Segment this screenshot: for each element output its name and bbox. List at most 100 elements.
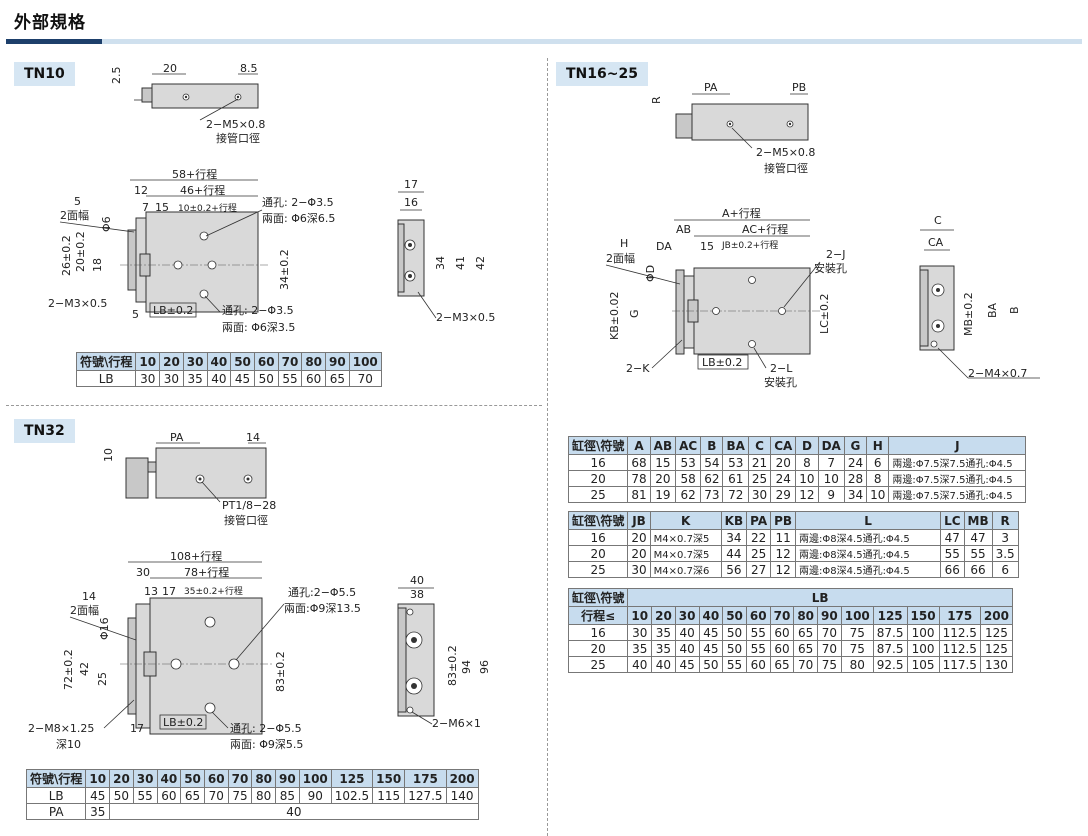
tn32-cb1: 兩面:Φ9深13.5 (284, 602, 361, 615)
table-cell: 20 (567, 545, 629, 562)
section-label-tn16-25: TN16~25 (556, 62, 648, 86)
tn1625-pb: PB (792, 81, 806, 94)
table-row: 16 68 15 53 54 53 21 20 8 7 24 6 兩邊:Φ7.5… (567, 454, 1027, 471)
tn1625-end-view: C CA MB±0.2 BA B 2−M4×0.7 (919, 214, 1040, 380)
table-cell: 12 (795, 486, 819, 503)
tn32-phi16: Φ16 (98, 617, 111, 640)
table-cell: 20 (770, 454, 797, 471)
table-cell: 65 (769, 656, 795, 673)
tn1625-port: 2−M5×0.8 (756, 146, 815, 159)
table-row: 20 20 M4×0.7深5 44 25 12 兩邊:Φ8深4.5通孔:Φ4.5… (567, 545, 1019, 562)
table-cell: 125 (979, 640, 1013, 657)
table-cell: 65 (793, 640, 819, 657)
table-cell: 68 (627, 454, 651, 471)
table-row: 20 78 20 58 62 61 25 24 10 10 28 8 兩邊:Φ7… (567, 470, 1027, 487)
tn32-dim-30: 30 (136, 566, 150, 579)
table-header-cell: 125 (330, 769, 374, 788)
table-header-cell: AB (649, 436, 677, 455)
tn10-dim-58: 58+行程 (172, 168, 217, 181)
tn32-m8: 2−M8×1.25 (28, 722, 94, 735)
table-cell: 60 (156, 787, 182, 804)
tn32-dim-72: 72±0.2 (62, 649, 75, 690)
tn32-port: PT1/8−28 (222, 499, 276, 512)
table-cell: 29 (770, 486, 797, 503)
tn10-dim-7: 7 (142, 201, 149, 214)
title-underline (6, 39, 1082, 44)
table-cell: M4×0.7深5 (649, 545, 722, 562)
table-header-cell: G (843, 436, 868, 455)
table-cell: 24 (770, 470, 797, 487)
table-cell: 60 (301, 370, 327, 387)
tn32-end-94: 94 (460, 660, 473, 674)
table-cell: 20 (567, 470, 629, 487)
table-cell: LB (25, 787, 87, 804)
table-cell: 20 (649, 470, 677, 487)
table-cell: 58 (675, 470, 702, 487)
table-cell: 60 (769, 624, 795, 641)
tn10-dim-10: 10±0.2+行程 (178, 202, 237, 214)
table-cell: 70 (793, 656, 819, 673)
table-cell: 35 (182, 370, 208, 387)
tn32-dim-35: 35±0.2+行程 (184, 585, 243, 597)
tn32-dim-83: 83±0.2 (274, 651, 287, 692)
tn10-dim-20v: 20±0.2 (74, 231, 87, 272)
tn32-top-view: PA 14 10 PT1/8−28 接管口徑 (102, 431, 276, 527)
table-cell: 127.5 (404, 787, 447, 804)
table-cell: 47 (940, 529, 965, 546)
table-header-cell: DA (817, 436, 845, 455)
table-header-row: 缸徑\符號 JB K KB PA PB L LC MB R (567, 511, 1019, 530)
table-cell: 9 (817, 486, 845, 503)
table-cell: 30 (159, 370, 184, 387)
tn32-pa: PA (170, 431, 184, 444)
tn32-thru1: 通孔:2−Φ5.5 (288, 586, 356, 599)
table-cell: 50 (722, 640, 747, 657)
table-cell: 12 (770, 545, 797, 562)
table-cell: 25 (746, 545, 772, 562)
tn10-spec-table: 符號\行程 10 20 30 40 50 60 70 80 90 100 LB … (75, 352, 382, 387)
table-cell: 115 (372, 787, 406, 804)
tn10-end-34: 34 (434, 256, 447, 270)
table-header-cell: R (991, 511, 1019, 530)
table-cell: 20 (567, 640, 629, 657)
table-cell: 45 (698, 640, 724, 657)
tn32-deep: 深10 (56, 738, 81, 751)
table-header-cell: 行程≤ (567, 606, 629, 625)
tn1625-lb: LB±0.2 (702, 356, 742, 369)
table-header-cell: CA (770, 436, 797, 455)
tn1625-ab: AB (676, 223, 691, 236)
table-header-row: 缸徑\符號 LB (567, 588, 1013, 607)
table-cell: 16 (567, 454, 629, 471)
table-header-cell: 40 (698, 606, 724, 625)
table-header-cell: L (795, 511, 942, 530)
table-row: 25 81 19 62 73 72 30 29 12 9 34 10 兩邊:Φ7… (567, 486, 1027, 503)
table-cell: 25 (567, 656, 629, 673)
table-header-row: 缸徑\符號 A AB AC B BA C CA D DA G H J (567, 436, 1027, 455)
tn32-dim-42: 42 (78, 662, 91, 676)
table-header-cell: 20 (109, 769, 134, 788)
table-header-cell: 80 (251, 769, 277, 788)
table-header-cell: K (649, 511, 722, 530)
table-cell: 87.5 (872, 624, 908, 641)
table-cell: 8 (795, 454, 819, 471)
tn32-thru2: 通孔: 2−Φ5.5 (230, 722, 302, 735)
table-cell: 兩邊:Φ8深4.5通孔:Φ4.5 (795, 561, 942, 578)
table-header-cell: BA (722, 436, 749, 455)
table-header-cell: 80 (301, 352, 327, 371)
tn1625-ca: CA (928, 236, 944, 249)
table-header-cell: 90 (817, 606, 842, 625)
tn10-end-17: 17 (404, 178, 418, 191)
tn10-end-42: 42 (474, 256, 487, 270)
table-cell: 30 (627, 624, 653, 641)
table-cell: 6 (866, 454, 890, 471)
tn32-dim-25: 25 (96, 672, 109, 686)
table-header-cell: 200 (979, 606, 1013, 625)
table-cell: 35 (651, 624, 676, 641)
tn1625-table-3: 缸徑\符號 LB 行程≤ 10 20 30 40 50 60 70 80 90 … (567, 588, 1013, 673)
table-cell: 8 (866, 470, 890, 487)
table-cell: 25 (567, 486, 629, 503)
table-cell: 3 (991, 529, 1019, 546)
table-cell: 80 (840, 656, 874, 673)
table-header-cell: LB (627, 588, 1013, 607)
tn1625-lc: LC±0.2 (818, 293, 831, 334)
table-cell: 35 (85, 803, 111, 820)
